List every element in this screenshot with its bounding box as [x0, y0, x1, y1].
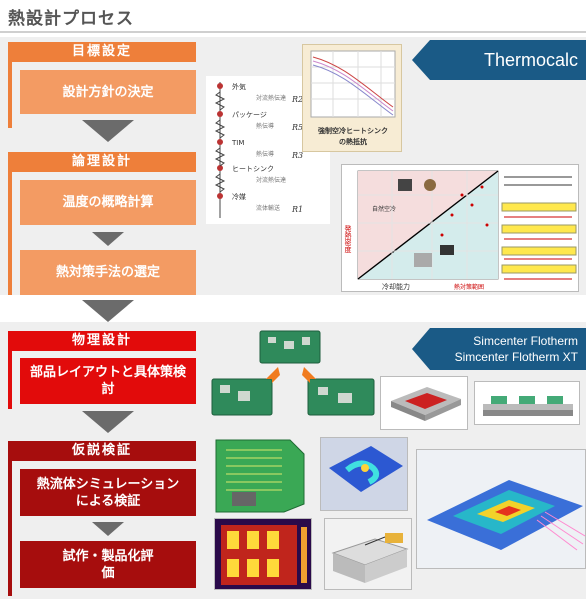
step-temperature-estimate: 温度の概略計算	[20, 180, 196, 225]
pcb-layout-svg	[211, 330, 375, 416]
banner-tip	[412, 40, 430, 80]
step-layout-study: 部品レイアウトと具体策検討	[20, 358, 196, 404]
pcb-board-svg	[215, 439, 305, 513]
step-cfd-verification-label: 熱流体シミュレーションによる検証	[36, 476, 180, 509]
section-bracket-physical	[8, 351, 18, 409]
map-ylabel: 発熱密度	[344, 224, 352, 254]
section-header-verify: 仮説検証	[8, 441, 196, 461]
resistance-network-svg: 外気 パッケージ TIM ヒートシンク 冷媒 対流熱伝達 熱伝導 熱伝導 対流熱…	[214, 82, 303, 218]
mode-label-1: 熱伝導	[256, 122, 274, 130]
mode-label-3: 対流熱伝達	[256, 176, 286, 184]
cooling-map-svg: 発熱密度 冷却能力 自然空冷 熱対策範囲	[344, 170, 577, 291]
resistor-r5: R5	[291, 123, 303, 132]
pcb-layout-image	[208, 327, 378, 419]
page-title: 熱設計プロセス	[8, 9, 134, 29]
section-bracket-logic	[8, 172, 18, 295]
chart-caption-2: の熱抵抗	[339, 137, 367, 146]
banner-flotherm-label-2: Simcenter Flotherm XT	[454, 350, 578, 364]
heatsink-resistance-chart: 強制空冷ヒートシンク の熱抵抗	[302, 44, 402, 152]
simulation-layout-svg	[321, 438, 407, 510]
title-divider	[0, 31, 586, 33]
mode-label-4: 流体輸送	[256, 204, 280, 212]
map-annotation-3: 熱対策範囲	[454, 283, 484, 291]
pcb-board-image	[212, 434, 306, 514]
section-bracket-verify	[8, 461, 18, 596]
step-cfd-verification: 熱流体シミュレーションによる検証	[20, 469, 196, 516]
section-bracket-target	[8, 62, 18, 128]
module-crosssection-svg	[483, 396, 573, 416]
map-annotation-1: 自然空冷	[372, 205, 396, 213]
prototype-photo-svg	[325, 519, 411, 589]
cfd-result-svg	[417, 450, 585, 568]
thermal-camera-svg	[215, 519, 311, 589]
banner-flotherm-label-1: Simcenter Flotherm	[473, 334, 578, 348]
section-header-physical: 物理設計	[8, 331, 196, 351]
prototype-photo-image	[324, 518, 412, 590]
arrow-down-icon	[92, 522, 124, 536]
layer-label-0: 外気	[232, 82, 246, 91]
resistor-r2: R2	[291, 95, 303, 104]
step-layout-study-label: 部品レイアウトと具体策検討	[30, 365, 187, 397]
simulation-layout-image	[320, 437, 408, 511]
layer-label-4: 冷媒	[232, 192, 246, 201]
cooling-map-chart: 発熱密度 冷却能力 自然空冷 熱対策範囲	[341, 164, 579, 292]
mode-label-0: 対流熱伝達	[256, 94, 286, 102]
map-xlabel: 冷却能力	[382, 282, 410, 291]
step-prototype-evaluation: 試作・製品化評価	[20, 541, 196, 588]
package-model-svg	[391, 387, 461, 421]
section-header-target: 目標設定	[8, 42, 196, 62]
resistor-r1: R1	[291, 205, 303, 214]
heatsink-curve-svg: 強制空冷ヒートシンク の熱抵抗	[310, 50, 396, 146]
step-prototype-evaluation-label: 試作・製品化評価	[62, 548, 154, 581]
banner-tip	[412, 328, 430, 370]
banner-flotherm: Simcenter Flotherm Simcenter Flotherm XT	[430, 328, 586, 370]
resistor-r3: R3	[291, 151, 303, 160]
step-countermeasure-selection: 熱対策手法の選定	[20, 250, 196, 295]
chart-caption-1: 強制空冷ヒートシンク	[318, 126, 388, 135]
banner-thermocalc: Thermocalc	[430, 40, 586, 80]
arrow-down-icon	[82, 411, 134, 433]
cfd-result-image	[416, 449, 586, 569]
arrow-down-icon	[82, 300, 134, 322]
layer-label-3: ヒートシンク	[232, 165, 274, 173]
arrow-down-icon	[82, 120, 134, 142]
mode-label-2: 熱伝導	[256, 150, 274, 158]
arrow-down-icon	[92, 232, 124, 246]
banner-thermocalc-label: Thermocalc	[483, 49, 578, 70]
thermal-camera-image	[214, 518, 312, 590]
layer-label-1: パッケージ	[232, 111, 267, 119]
package-model-image	[380, 376, 468, 430]
module-crosssection-image	[474, 381, 580, 425]
step-design-policy: 設計方針の決定	[20, 70, 196, 114]
section-header-logic: 論理設計	[8, 152, 196, 172]
layer-label-2: TIM	[231, 139, 244, 147]
